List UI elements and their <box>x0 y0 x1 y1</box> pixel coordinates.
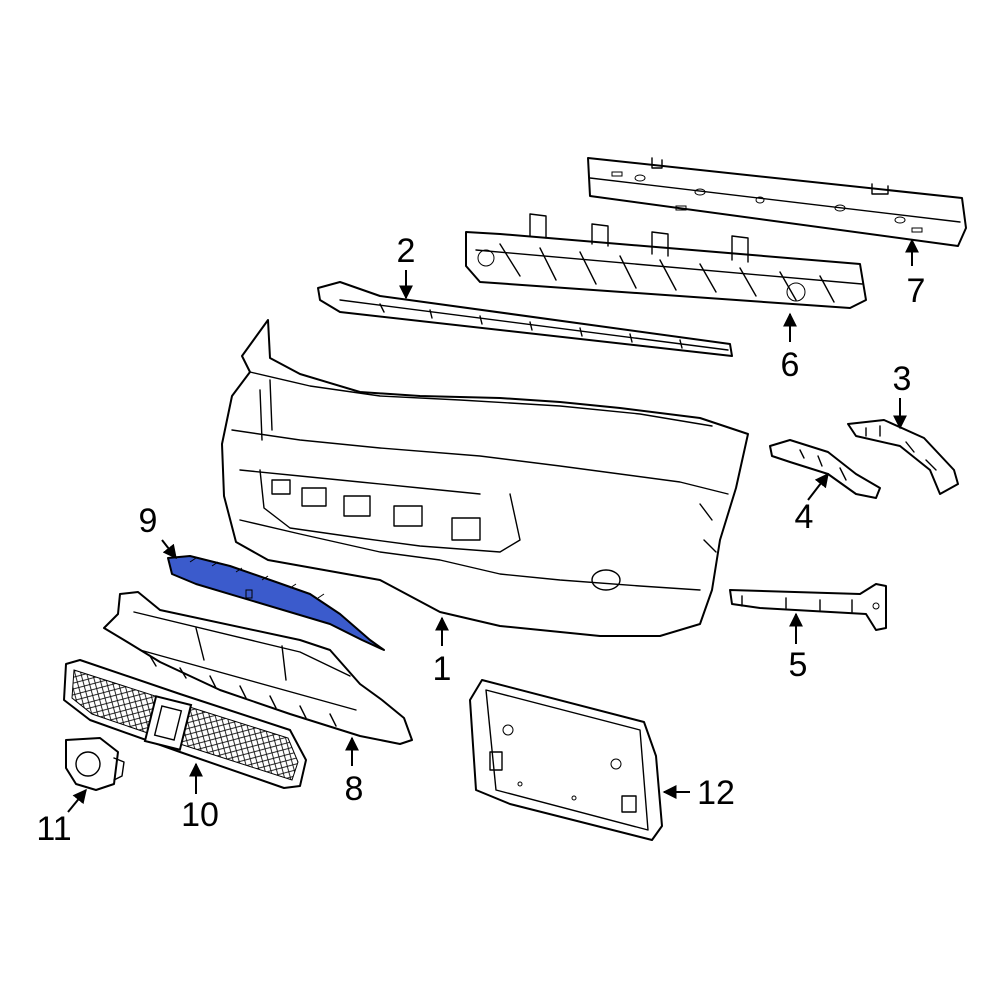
part-11-lamp-cover[interactable] <box>65 737 125 791</box>
callout-6: 6 <box>781 346 800 384</box>
callout-labels: 1 2 3 4 5 6 7 8 9 10 11 12 <box>36 232 925 848</box>
leader-9 <box>161 539 177 560</box>
part-12-license-bracket[interactable] <box>469 679 663 841</box>
part-8-grille-support[interactable] <box>103 591 413 745</box>
part-1-bumper-cover[interactable] <box>221 319 749 637</box>
part-4-bracket[interactable] <box>769 439 881 499</box>
callout-1: 1 <box>433 650 452 688</box>
callout-5: 5 <box>789 646 808 684</box>
part-7-reinforcement-bar[interactable] <box>587 157 967 247</box>
callout-12: 12 <box>697 774 735 812</box>
leader-4 <box>807 472 829 501</box>
callout-10: 10 <box>181 796 219 834</box>
callout-9: 9 <box>139 502 158 540</box>
part-10-grille[interactable] <box>63 659 307 789</box>
callout-11: 11 <box>36 810 71 848</box>
callout-8: 8 <box>345 770 364 808</box>
callout-2: 2 <box>397 232 416 270</box>
callout-4: 4 <box>795 498 814 536</box>
callout-7: 7 <box>907 272 926 310</box>
part-6-energy-absorber[interactable] <box>465 213 867 309</box>
part-5-lower-bracket[interactable] <box>729 583 887 631</box>
leader-11 <box>67 788 87 813</box>
part-9-deflector[interactable] <box>167 555 385 651</box>
leader-lines <box>67 238 919 813</box>
callout-3: 3 <box>893 360 912 398</box>
part-2-upper-support[interactable] <box>317 281 733 357</box>
